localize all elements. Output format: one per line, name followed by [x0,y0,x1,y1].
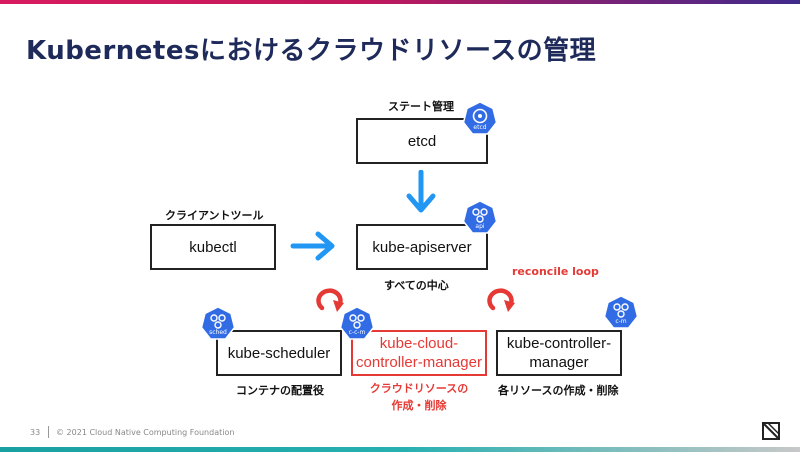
reconcile-loop-label: reconcile loop [512,265,599,278]
ccm-badge-text: c-c-m [348,329,366,336]
down-arrow-icon [406,170,436,213]
kcm-box: kube-controller- manager [496,330,622,376]
apiserver-box: kube-apiserver [356,224,488,270]
copyright-text: © 2021 Cloud Native Computing Foundation [56,428,235,437]
cloud-resource-label: クラウドリソースの 作成・削除 [360,380,478,414]
scheduler-box: kube-scheduler [216,330,342,376]
sched-icon: sched [200,306,236,342]
api-badge-text: api [475,223,485,230]
state-management-label: ステート管理 [388,100,454,113]
bottom-accent-bar [0,447,800,452]
reconcile-loop-icon-left [316,288,344,312]
container-placement-label: コンテナの配置役 [236,384,324,397]
top-accent-bar [0,0,800,4]
page-number: 33 [30,428,41,437]
cncf-logo-icon [762,422,780,440]
ccm-line2: controller-manager [356,354,482,371]
etcd-badge-text: etcd [473,124,487,131]
right-arrow-icon [290,231,335,261]
kcm-line1: kube-controller- [506,335,612,352]
cm-icon: c-m [603,295,639,331]
ccm-box: kube-cloud- controller-manager [351,330,487,376]
cm-badge-text: c-m [615,318,627,325]
slide-title: Kubernetesにおけるクラウドリソースの管理 [26,36,597,66]
kubectl-box: kubectl [150,224,276,270]
sched-badge-text: sched [209,329,227,336]
etcd-icon: etcd [462,101,498,137]
footer-divider [48,426,49,438]
ccm-line1: kube-cloud- [379,335,459,352]
reconcile-loop-icon-right [487,288,515,312]
kcm-line2: manager [529,354,589,371]
cloud-resource-line1: クラウドリソースの [369,382,469,395]
api-icon: api [462,200,498,236]
cloud-resource-line2: 作成・削除 [391,399,447,412]
each-resource-label: 各リソースの作成・削除 [498,384,619,397]
center-of-everything-label: すべての中心 [384,279,449,292]
ccm-icon: c-c-m [339,306,375,342]
client-tool-label: クライアントツール [165,209,264,222]
